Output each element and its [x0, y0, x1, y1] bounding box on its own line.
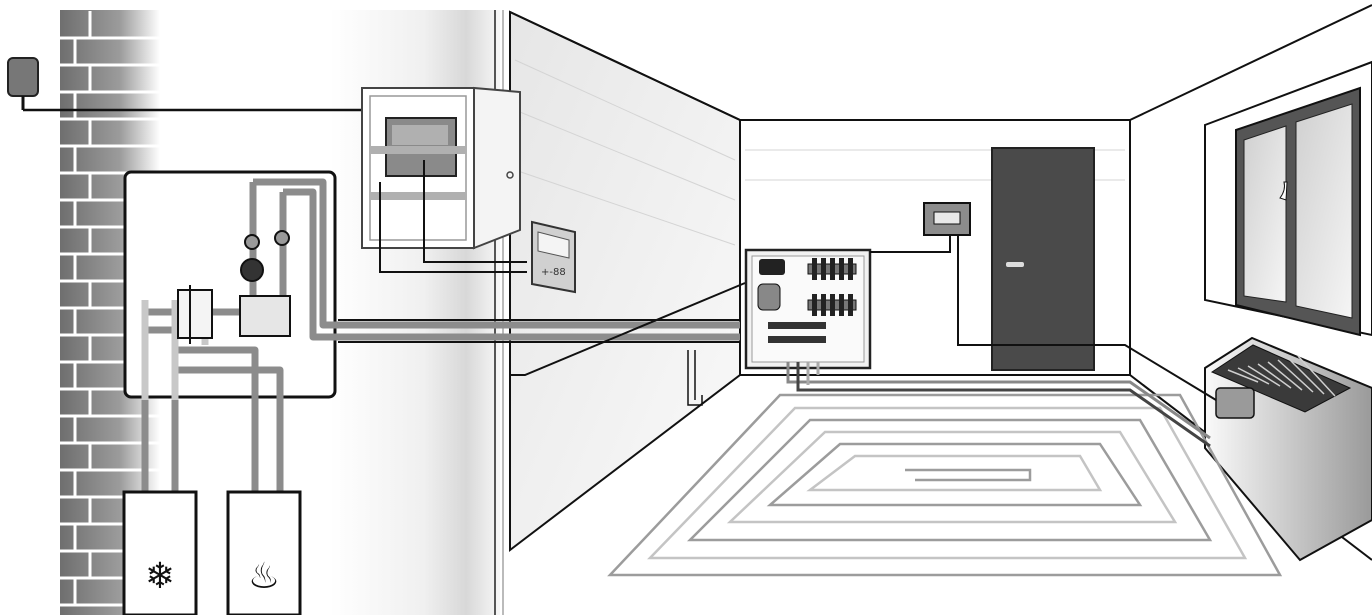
floor-loop-ring	[810, 456, 1100, 490]
control-unit-icon	[362, 88, 520, 248]
floor-loop-ring	[610, 395, 1280, 575]
heat-waves-icon: ♨	[248, 556, 280, 597]
floor-loop-ring	[770, 444, 1140, 505]
floor-loop-ring	[650, 408, 1245, 558]
window	[1205, 62, 1372, 335]
manifold-icon	[746, 250, 870, 368]
fan-coil-icon	[1205, 338, 1372, 560]
thermostat-icon: +-88	[532, 222, 575, 292]
floor-loop-ring	[730, 432, 1175, 522]
chiller-unit: ❄	[124, 492, 196, 615]
floor-heating-loop-icon	[610, 395, 1280, 575]
boiler-unit: ♨	[228, 492, 300, 615]
door	[992, 148, 1094, 370]
room-thermostat-icon	[924, 203, 970, 235]
outdoor-sensor-icon	[8, 58, 38, 110]
thermostat-display-text: +-88	[541, 267, 566, 278]
snowflake-icon: ❄	[145, 556, 175, 597]
